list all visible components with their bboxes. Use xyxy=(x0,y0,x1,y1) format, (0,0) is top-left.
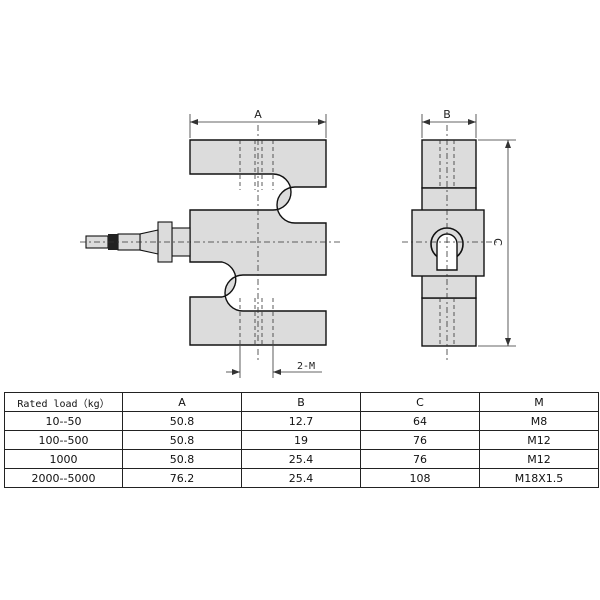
cell-a: 50.8 xyxy=(122,411,242,431)
front-center-lines xyxy=(180,125,340,360)
cell-b: 25.4 xyxy=(241,468,361,488)
cell-b: 19 xyxy=(241,430,361,450)
cell-a: 76.2 xyxy=(122,468,242,488)
dim-c-label: C xyxy=(491,238,504,246)
side-view-upper-body xyxy=(421,139,477,189)
side-center-lines xyxy=(402,125,498,360)
dim-a-label: A xyxy=(254,108,262,121)
cell-rated-load: 2000--5000 xyxy=(4,468,123,488)
cell-b: 25.4 xyxy=(241,449,361,469)
side-hidden-lines xyxy=(439,140,455,346)
table-row: 10--50 50.8 12.7 64 M8 xyxy=(4,411,599,431)
table-row: 100--500 50.8 19 76 M12 xyxy=(4,430,599,450)
specification-table: Rated load（kg） A B C M 10--50 50.8 12.7 … xyxy=(4,392,599,488)
cell-c: 108 xyxy=(360,468,480,488)
side-view-divider-lines xyxy=(422,187,476,299)
cell-rated-load: 100--500 xyxy=(4,430,123,450)
cell-m: M12 xyxy=(479,430,599,450)
dim-a-arrow-left xyxy=(190,119,198,125)
table-header-row: Rated load（kg） A B C M xyxy=(4,392,599,412)
cell-rated-load: 10--50 xyxy=(4,411,123,431)
header-m: M xyxy=(479,392,599,412)
dim-m-arrow-right xyxy=(273,369,281,375)
dimension-b xyxy=(421,114,477,138)
cell-c: 76 xyxy=(360,449,480,469)
dim-b-label: B xyxy=(443,108,451,121)
cell-rated-load: 1000 xyxy=(4,449,123,469)
header-a: A xyxy=(122,392,242,412)
thread-hole-hidden-lines xyxy=(239,140,274,345)
table-row: 1000 50.8 25.4 76 M12 xyxy=(4,449,599,469)
dim-c-arrow-top xyxy=(505,140,511,148)
dim-b-arrow-right xyxy=(468,119,476,125)
table-row: 2000--5000 76.2 25.4 108 M18X1.5 xyxy=(4,468,599,488)
header-b: B xyxy=(241,392,361,412)
cell-m: M12 xyxy=(479,449,599,469)
dim-b-arrow-left xyxy=(422,119,430,125)
cable-gland xyxy=(85,221,191,263)
cell-m: M18X1.5 xyxy=(479,468,599,488)
cell-m: M8 xyxy=(479,411,599,431)
header-c: C xyxy=(360,392,480,412)
cell-a: 50.8 xyxy=(122,449,242,469)
dimension-c xyxy=(478,139,516,347)
header-rated-load: Rated load（kg） xyxy=(4,392,123,412)
dim-m-label: 2-M xyxy=(297,361,315,372)
dim-m-arrow-left xyxy=(232,369,240,375)
cell-b: 12.7 xyxy=(241,411,361,431)
dimension-a xyxy=(189,114,327,138)
dim-c-arrow-bottom xyxy=(505,338,511,346)
cell-a: 50.8 xyxy=(122,430,242,450)
cell-c: 76 xyxy=(360,430,480,450)
side-view-lower-body xyxy=(421,297,477,347)
dim-a-arrow-right xyxy=(318,119,326,125)
cell-c: 64 xyxy=(360,411,480,431)
